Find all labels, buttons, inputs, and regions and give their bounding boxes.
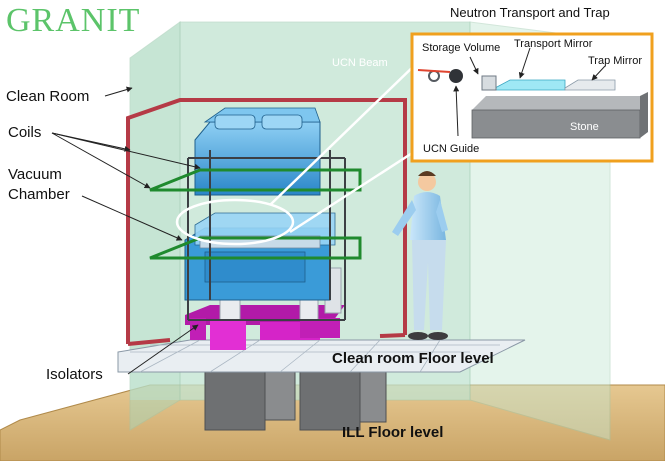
diagram-title: GRANIT [6,2,141,39]
stone-label: Stone [570,121,599,133]
vacuum-chamber-label-line1: Vacuum [8,166,62,183]
inset-focus-ellipse [175,198,295,246]
coil-frame [126,98,407,346]
transport-mirror-label: Transport Mirror [514,38,593,50]
clean-room-floor-label: Clean room Floor level [332,350,494,367]
upper-tank [194,107,321,196]
person-figure [392,171,448,340]
storage-volume-label: Storage Volume [422,42,501,54]
inset-pointer-line [269,61,419,206]
annotation-arrows [51,47,606,375]
ill-floor-label: ILL Floor level [342,424,444,441]
isolators-label: Isolators [46,366,103,383]
clean-room-label: Clean Room [6,88,90,105]
coil-rings [149,168,362,260]
ucn-beam-label: UCN Beam [332,57,388,69]
inset-pointer-line-2 [289,146,421,234]
inset-panel [410,32,654,163]
inset-heading: Neutron Transport and Trap [450,5,610,20]
ucn-guide-label: UCN Guide [423,143,480,155]
vacuum-chamber-label-line2: Chamber [8,186,70,203]
coils-label: Coils [8,124,42,141]
trap-mirror-label: Trap Mirror [588,55,642,67]
